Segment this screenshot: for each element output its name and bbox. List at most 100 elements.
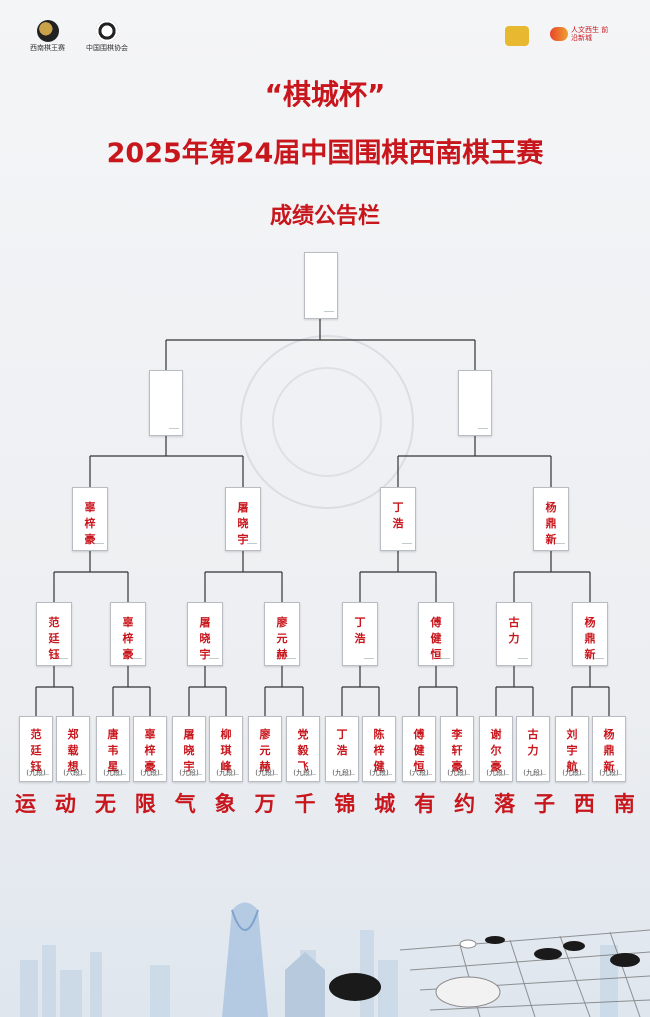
card-decoration (132, 658, 142, 662)
round32-card: 杨 鼎 新(九段) (592, 716, 626, 782)
player-rank: (九段) (179, 769, 199, 777)
card-decoration (169, 428, 179, 432)
player-rank: (九段) (447, 769, 467, 777)
player-name: 丁 浩 (392, 501, 404, 530)
card-decoration (612, 774, 622, 778)
player-name: 丁 浩 (336, 728, 348, 757)
card-decoration (268, 774, 278, 778)
card-decoration (460, 774, 470, 778)
round16-card: 廖 元 赫 (264, 602, 300, 666)
city-skyline-illustration (20, 902, 650, 1017)
go-association-logo: 中国围棋协会 (86, 20, 128, 52)
logo-right1-text: 人文西生 前沿新城 (571, 26, 609, 42)
card-decoration (345, 774, 355, 778)
district-logo: 人文西生 前沿新城 (550, 26, 620, 42)
player-name: 辜 梓 豪 (144, 728, 156, 773)
player-name: 杨 鼎 新 (545, 501, 557, 546)
round16-card: 范 廷 钰 (36, 602, 72, 666)
round32-card: 李 轩 豪(九段) (440, 716, 474, 782)
card-decoration (247, 543, 257, 547)
slogan-char: 运 (15, 791, 36, 816)
player-name: 范 廷 钰 (48, 616, 60, 661)
round32-card: 丁 浩 (九段) (325, 716, 359, 782)
card-decoration (536, 774, 546, 778)
player-rank: (九段) (486, 769, 506, 777)
board-title: 成绩公告栏 (269, 204, 380, 229)
player-name: 傅 健 恒 (430, 616, 442, 661)
card-decoration (192, 774, 202, 778)
slogan-char: 千 (294, 791, 316, 816)
semifinal-slot (458, 370, 492, 436)
round32-card: 党 毅 飞(九段) (286, 716, 320, 782)
gold-sponsor-logo (505, 26, 529, 48)
player-name: 杨 鼎 新 (603, 728, 615, 773)
player-rank: (九段) (369, 769, 389, 777)
player-rank: (九段) (293, 769, 313, 777)
round32-card: 柳 琪 峰(九段) (209, 716, 243, 782)
final-slot (304, 252, 338, 319)
round32-card: 陈 梓 健(九段) (362, 716, 396, 782)
player-name: 古 力 (527, 728, 539, 757)
player-name: 杨 鼎 新 (584, 616, 596, 661)
cup-title: “棋城杯” (264, 78, 386, 111)
slogan-char: 限 (134, 791, 156, 816)
card-decoration (364, 658, 374, 662)
slogan-char: 子 (533, 791, 555, 816)
card-decoration (209, 658, 219, 662)
quarterfinal-card: 屠 晓 宇 (225, 487, 261, 551)
slogan-char: 象 (214, 791, 236, 816)
watermark-emblem (240, 335, 414, 509)
player-name: 古 力 (508, 616, 520, 645)
player-name: 丁 浩 (354, 616, 366, 645)
player-name: 李 轩 豪 (451, 728, 463, 773)
player-name: 屠 晓 宇 (183, 728, 195, 773)
tournament-title: 2025年第24届中国围棋西南棋王赛 (106, 138, 544, 169)
round32-card: 傅 健 恒(六段) (402, 716, 436, 782)
round32-card: 辜 梓 豪(九段) (133, 716, 167, 782)
player-name: 廖 元 赫 (259, 728, 271, 773)
player-name: 谢 尔 豪 (490, 728, 502, 773)
player-rank: (九段) (26, 769, 46, 777)
player-rank: (九段) (599, 769, 619, 777)
player-rank: (六段) (409, 769, 429, 777)
card-decoration (286, 658, 296, 662)
slogan-char: 无 (94, 791, 116, 816)
player-rank: (九段) (255, 769, 275, 777)
logo-left2-text: 中国围棋协会 (86, 44, 128, 52)
card-decoration (440, 658, 450, 662)
player-rank: (九段) (332, 769, 352, 777)
round32-card: 郑 载 想(六段) (56, 716, 90, 782)
card-decoration (76, 774, 86, 778)
quarterfinal-card: 辜 梓 豪 (72, 487, 108, 551)
round32-card: 古 力(九段) (516, 716, 550, 782)
quarterfinal-card: 杨 鼎 新 (533, 487, 569, 551)
slogan-row: 运动无限气象万千锦城有约落子西南 (15, 788, 635, 818)
slogan-char: 城 (374, 791, 396, 816)
slogan-char: 气 (174, 791, 196, 816)
player-name: 傅 健 恒 (413, 728, 425, 773)
logo-left1-text: 西南棋王赛 (30, 44, 65, 52)
player-name: 党 毅 飞 (297, 728, 309, 773)
player-rank: (九段) (562, 769, 582, 777)
card-decoration (116, 774, 126, 778)
slogan-char: 约 (454, 791, 476, 816)
slogan-char: 万 (254, 791, 276, 816)
slogan-char: 南 (613, 791, 635, 816)
player-name: 屠 晓 宇 (237, 501, 249, 546)
round32-card: 唐 韦 星(九段) (96, 716, 130, 782)
card-decoration (555, 543, 565, 547)
round16-card: 屠 晓 宇 (187, 602, 223, 666)
card-decoration (324, 311, 334, 315)
player-name: 辜 梓 豪 (122, 616, 134, 661)
card-decoration (229, 774, 239, 778)
player-name: 屠 晓 宇 (199, 616, 211, 661)
round16-card: 古 力 (496, 602, 532, 666)
player-rank: (九段) (216, 769, 236, 777)
card-decoration (478, 428, 488, 432)
slogan-char: 动 (54, 791, 76, 816)
round32-card: 谢 尔 豪(九段) (479, 716, 513, 782)
player-name: 辜 梓 豪 (84, 501, 96, 546)
player-name: 范 廷 钰 (30, 728, 42, 773)
